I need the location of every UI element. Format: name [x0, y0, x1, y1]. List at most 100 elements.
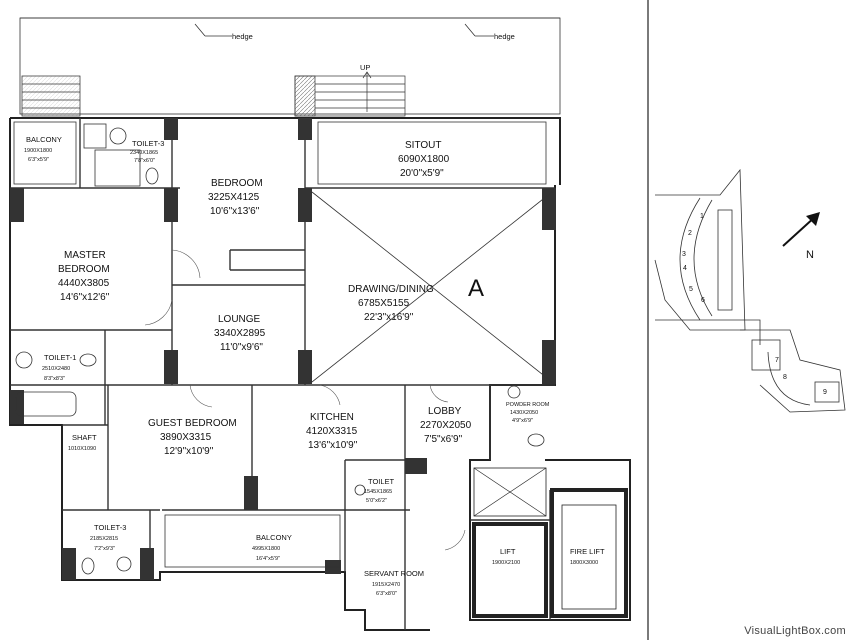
room-toilet-small: TOILET 1545X1865 5'0"x6'2" — [364, 477, 395, 504]
svg-text:4440X3805: 4440X3805 — [58, 278, 110, 289]
room-toilet-3-top: TOILET-3 2340X1865 7'8"x6'0" — [130, 139, 164, 164]
flat-letter: A — [468, 275, 484, 302]
svg-text:8: 8 — [783, 374, 787, 381]
svg-text:3225X4125: 3225X4125 — [208, 192, 260, 203]
svg-text:LOBBY: LOBBY — [428, 406, 462, 417]
svg-text:DRAWING/DINING: DRAWING/DINING — [348, 284, 434, 295]
svg-text:TOILET-3: TOILET-3 — [132, 139, 164, 148]
key-plan-unit-numbers: 1 2 3 4 5 6 7 8 9 — [682, 213, 827, 396]
svg-text:GUEST BEDROOM: GUEST BEDROOM — [148, 418, 237, 429]
svg-text:6: 6 — [701, 297, 705, 304]
svg-text:13'6"x10'9": 13'6"x10'9" — [308, 440, 358, 451]
room-balcony-1: BALCONY 1900X1800 6'3"x5'9" — [24, 135, 62, 163]
svg-text:LIFT: LIFT — [500, 547, 516, 556]
svg-text:POWDER ROOM: POWDER ROOM — [506, 402, 550, 408]
drawing-room-diagonals — [311, 191, 553, 383]
svg-text:1430X2050: 1430X2050 — [510, 410, 538, 416]
svg-text:TOILET-3: TOILET-3 — [94, 523, 126, 532]
svg-text:3890X3315: 3890X3315 — [160, 432, 212, 443]
room-balcony-2: BALCONY 4995X1800 16'4"x5'9" — [252, 533, 292, 562]
svg-text:1010X1090: 1010X1090 — [68, 446, 96, 452]
svg-text:2270X2050: 2270X2050 — [420, 420, 472, 431]
room-lobby: LOBBY 2270X2050 7'5"x6'9" — [420, 406, 472, 445]
svg-text:6785X5155: 6785X5155 — [358, 298, 410, 309]
room-servant-room: SERVANT ROOM 1915X2470 6'3"x8'0" — [364, 569, 424, 597]
svg-text:2: 2 — [688, 230, 692, 237]
svg-text:TOILET-1: TOILET-1 — [44, 353, 76, 362]
svg-text:3: 3 — [682, 251, 686, 258]
svg-text:4'9"x6'9": 4'9"x6'9" — [512, 418, 533, 424]
room-lift: LIFT 1900X2100 — [492, 547, 520, 566]
svg-text:9: 9 — [823, 389, 827, 396]
svg-text:4120X3315: 4120X3315 — [306, 426, 358, 437]
room-drawing-dining: DRAWING/DINING 6785X5155 22'3"x16'9" — [348, 284, 434, 323]
svg-text:5: 5 — [689, 286, 693, 293]
svg-text:3340X2895: 3340X2895 — [214, 328, 266, 339]
hedge-label-right: hedge — [494, 32, 515, 41]
svg-text:1900X2100: 1900X2100 — [492, 560, 520, 566]
exterior-walls — [9, 117, 631, 631]
door-swings — [144, 249, 466, 551]
svg-text:TOILET: TOILET — [368, 477, 395, 486]
svg-text:1915X2470: 1915X2470 — [372, 582, 400, 588]
key-plan — [654, 168, 846, 413]
svg-text:1900X1800: 1900X1800 — [24, 148, 52, 154]
svg-text:7'5"x6'9": 7'5"x6'9" — [424, 434, 463, 445]
svg-text:7'2"x9'3": 7'2"x9'3" — [94, 546, 115, 552]
svg-text:5'0"x6'2": 5'0"x6'2" — [366, 498, 387, 504]
svg-text:6090X1800: 6090X1800 — [398, 154, 450, 165]
svg-text:22'3"x16'9": 22'3"x16'9" — [364, 312, 414, 323]
svg-text:KITCHEN: KITCHEN — [310, 412, 354, 423]
svg-text:7'8"x6'0": 7'8"x6'0" — [134, 158, 155, 164]
room-guest-bedroom: GUEST BEDROOM 3890X3315 12'9"x10'9" — [148, 418, 237, 457]
svg-text:10'6"x13'6": 10'6"x13'6" — [210, 206, 260, 217]
room-shaft: SHAFT 1010X1090 — [68, 433, 97, 452]
svg-text:BALCONY: BALCONY — [26, 135, 62, 144]
svg-text:SERVANT ROOM: SERVANT ROOM — [364, 569, 424, 578]
room-lounge: LOUNGE 3340X2895 11'0"x9'6" — [214, 314, 266, 353]
svg-text:20'0"x5'9": 20'0"x5'9" — [400, 168, 444, 179]
room-kitchen: KITCHEN 4120X3315 13'6"x10'9" — [306, 412, 358, 451]
svg-text:1800X3000: 1800X3000 — [570, 560, 598, 566]
svg-text:8'3"x8'3": 8'3"x8'3" — [44, 376, 65, 382]
north-arrow-icon — [782, 212, 820, 247]
lift-shafts — [472, 467, 628, 618]
svg-text:BEDROOM: BEDROOM — [211, 178, 263, 189]
room-toilet-1: TOILET-1 2510X2480 8'3"x8'3" — [42, 353, 76, 382]
svg-text:1545X1865: 1545X1865 — [364, 489, 392, 495]
svg-text:1: 1 — [700, 213, 704, 220]
svg-text:SITOUT: SITOUT — [405, 140, 441, 151]
sitout-outline — [13, 121, 547, 568]
svg-text:6'3"x8'0": 6'3"x8'0" — [376, 591, 397, 597]
svg-text:SHAFT: SHAFT — [72, 433, 97, 442]
svg-text:2185X2815: 2185X2815 — [90, 536, 118, 542]
svg-text:6'3"x5'9": 6'3"x5'9" — [28, 157, 49, 163]
svg-text:FIRE LIFT: FIRE LIFT — [570, 547, 605, 556]
room-powder-room: POWDER ROOM 1430X2050 4'9"x6'9" — [506, 402, 550, 424]
svg-text:2510X2480: 2510X2480 — [42, 366, 70, 372]
interior-walls — [10, 118, 555, 630]
plumbing-fixtures — [15, 123, 545, 575]
svg-text:12'9"x10'9": 12'9"x10'9" — [164, 446, 214, 457]
svg-text:4: 4 — [683, 265, 687, 272]
entrance-steps — [21, 71, 406, 117]
room-bedroom: BEDROOM 3225X4125 10'6"x13'6" — [208, 178, 263, 217]
hedge-area — [19, 17, 561, 115]
svg-text:BALCONY: BALCONY — [256, 533, 292, 542]
north-label: N — [806, 249, 814, 261]
svg-text:16'4"x5'9": 16'4"x5'9" — [256, 556, 280, 562]
watermark: VisualLightBox.com — [744, 625, 846, 637]
room-fire-lift: FIRE LIFT 1800X3000 — [570, 547, 605, 566]
room-sitout: SITOUT 6090X1800 20'0"x5'9" — [398, 140, 450, 179]
hedge-label-left: hedge — [232, 32, 253, 41]
up-label: UP — [360, 63, 370, 72]
svg-text:MASTER: MASTER — [64, 250, 106, 261]
svg-text:BEDROOM: BEDROOM — [58, 264, 110, 275]
svg-text:4995X1800: 4995X1800 — [252, 546, 280, 552]
room-toilet-3-bottom: TOILET-3 2185X2815 7'2"x9'3" — [90, 523, 126, 552]
svg-text:14'6"x12'6": 14'6"x12'6" — [60, 292, 110, 303]
room-master-bedroom: MASTER BEDROOM 4440X3805 14'6"x12'6" — [58, 250, 110, 303]
svg-text:11'0"x9'6": 11'0"x9'6" — [220, 342, 263, 353]
svg-text:7: 7 — [775, 357, 779, 364]
